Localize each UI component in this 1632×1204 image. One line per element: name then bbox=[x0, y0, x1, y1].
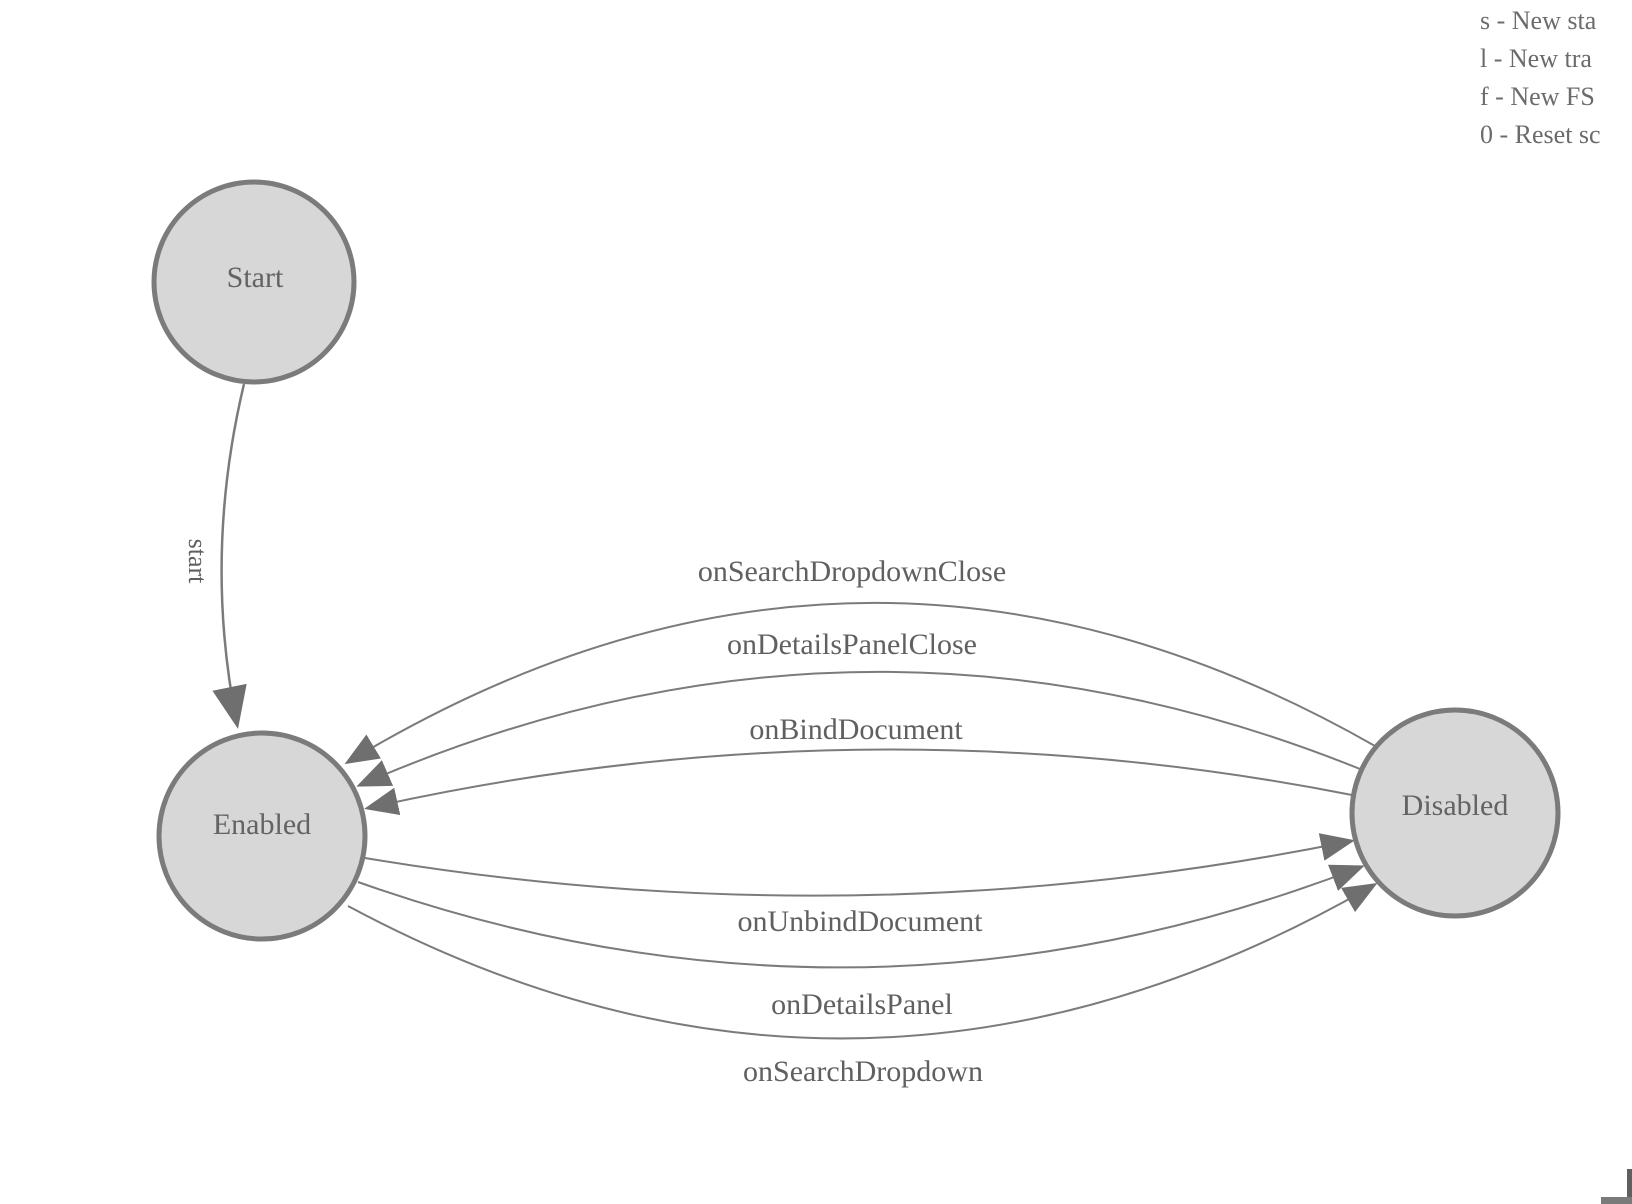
edge-label-onSearchDropdown[interactable]: onSearchDropdown bbox=[743, 1055, 983, 1088]
legend-line-new-transition: l - New tra bbox=[1480, 44, 1592, 73]
edge-onSearchDropdownClose[interactable] bbox=[344, 602, 1376, 765]
edge-onDetailsPanel[interactable] bbox=[357, 864, 1365, 969]
state-node-enabled[interactable] bbox=[156, 730, 368, 942]
edge-onSearchDropdown[interactable] bbox=[347, 883, 1378, 1040]
legend-line-reset: 0 - Reset sc bbox=[1480, 120, 1601, 149]
edge-start[interactable] bbox=[212, 383, 247, 729]
legend-line-new-fsm: f - New FS bbox=[1480, 82, 1595, 111]
edge-onUnbindDocument[interactable] bbox=[364, 833, 1355, 897]
shortcuts-legend: s - New sta l - New tra f - New FS 0 - R… bbox=[1480, 2, 1601, 154]
edge-label-onUnbindDocument[interactable]: onUnbindDocument bbox=[737, 905, 983, 938]
state-node-start[interactable] bbox=[151, 179, 357, 385]
edge-label-start[interactable]: start bbox=[183, 538, 212, 584]
legend-line-new-state: s - New sta bbox=[1480, 6, 1597, 35]
edge-onDetailsPanelClose[interactable] bbox=[356, 670, 1361, 787]
state-node-disabled[interactable] bbox=[1349, 707, 1561, 919]
cropped-corner-shape-vertical bbox=[1627, 1169, 1632, 1204]
cropped-corner-shape-horizontal bbox=[1601, 1197, 1632, 1204]
edge-onBindDocument[interactable] bbox=[364, 748, 1353, 816]
edge-label-onDetailsPanel[interactable]: onDetailsPanel bbox=[771, 988, 953, 1021]
edge-label-onSearchDropdownClose[interactable]: onSearchDropdownClose bbox=[697, 555, 1007, 588]
edge-label-onBindDocument[interactable]: onBindDocument bbox=[749, 713, 963, 746]
edge-label-onDetailsPanelClose[interactable]: onDetailsPanelClose bbox=[727, 628, 977, 661]
